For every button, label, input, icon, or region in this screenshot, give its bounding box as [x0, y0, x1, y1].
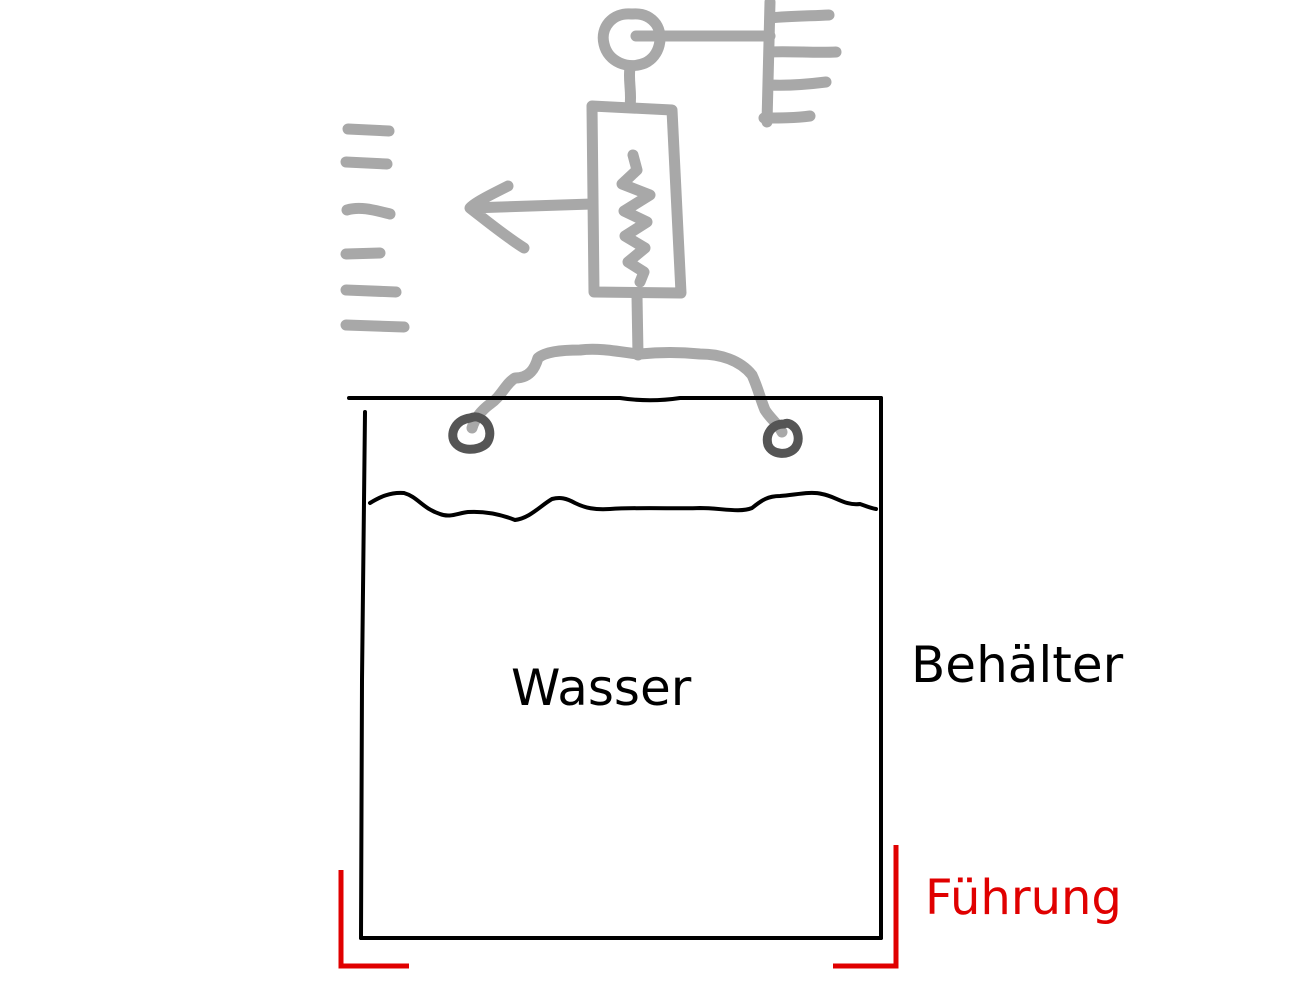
suspension-sketch: [340, 0, 842, 438]
container-label: Behälter: [911, 636, 1124, 694]
guide-rails: [338, 845, 899, 969]
hooks: [448, 412, 803, 458]
pointer-arrow: [464, 180, 598, 254]
guide-rail-right: [833, 845, 899, 969]
container: [347, 396, 883, 940]
water-label: Wasser: [511, 659, 692, 717]
hook-left: [448, 412, 495, 454]
scale-rod: [631, 290, 644, 361]
hook-right: [762, 418, 803, 458]
left-wall-hatching: [340, 123, 410, 333]
ceiling-hatching: [758, 9, 842, 124]
spring-scale-body: [586, 100, 687, 299]
suspension-cord-right: [634, 347, 788, 438]
cord-upper: [623, 62, 637, 112]
water-surface: [368, 490, 878, 523]
pulley-wheel: [597, 8, 666, 71]
container-lid: [347, 396, 883, 403]
container-left-wall: [359, 410, 367, 940]
guide-label: Führung: [925, 870, 1122, 926]
suspension-cord-left: [466, 343, 643, 434]
guide-rail-left: [338, 870, 409, 969]
spring-coil: [616, 149, 656, 288]
